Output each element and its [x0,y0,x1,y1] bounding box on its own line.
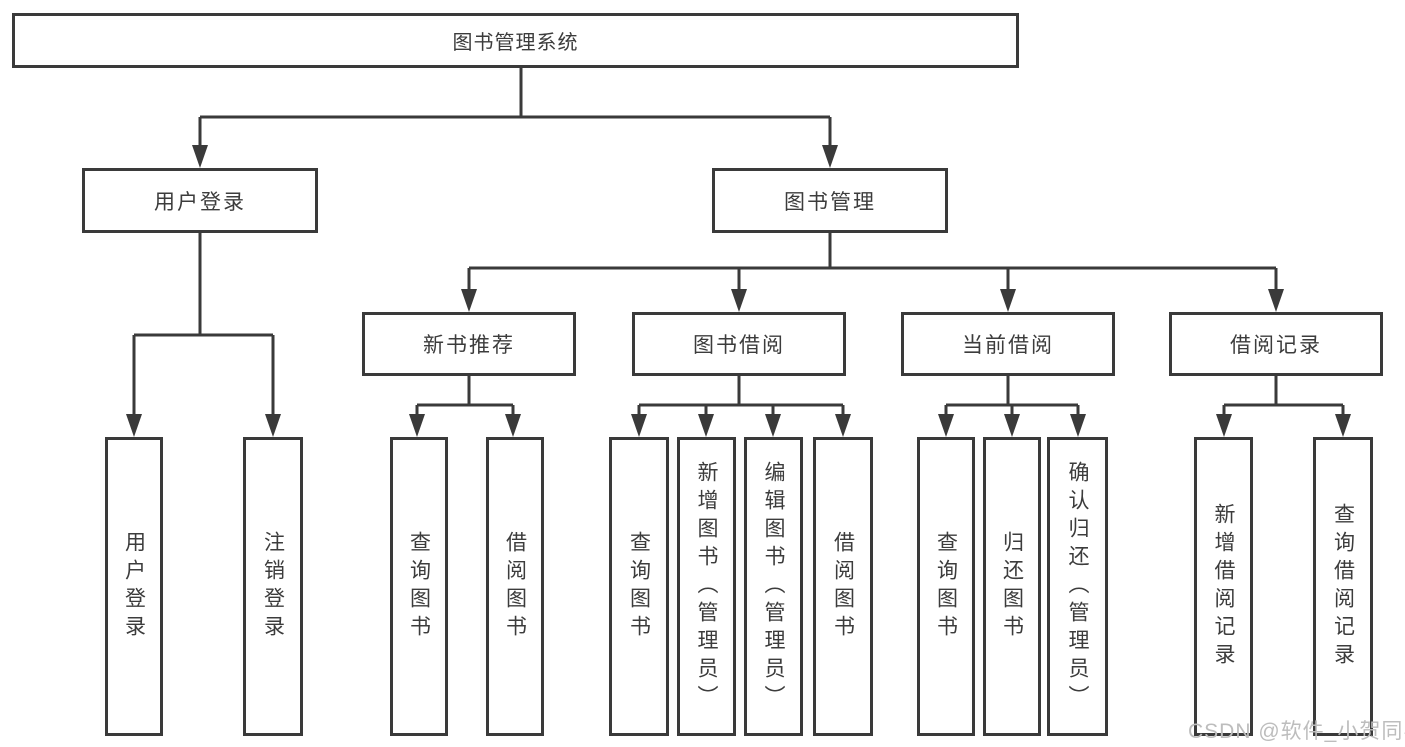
leaf-label: 新增借阅记录 [1212,502,1235,671]
node-label: 当前借阅 [962,334,1054,357]
node-user-login-branch: 用户登录 [82,168,318,233]
leaf-label: 查询图书 [407,530,431,643]
node-book-management-branch: 图书管理 [712,168,948,233]
node-label: 用户登录 [154,190,246,214]
arrowheads [126,145,1351,437]
leaf-logout: 注销登录 [243,437,303,736]
node-label: 图书借阅 [693,334,785,357]
leaf-label: 查询借阅记录 [1331,502,1355,671]
leaf-label: 编辑图书（管理员） [762,460,785,713]
leaf-label: 新增图书（管理员） [695,460,718,713]
node-new-book-recommend: 新书推荐 [362,312,576,376]
leaf-label: 归还图书 [1000,530,1024,643]
leaf-label: 用户登录 [122,530,146,643]
leaf-label: 确认归还（管理员） [1066,460,1089,713]
leaf-label: 借阅图书 [831,530,855,643]
node-label: 借阅记录 [1230,334,1322,357]
csdn-watermark: CSDN @软件_小贺同学 [1188,720,1405,743]
node-book-borrowing: 图书借阅 [632,312,846,376]
leaf-current-return-books: 归还图书 [983,437,1041,736]
node-borrowing-records: 借阅记录 [1169,312,1383,376]
node-root-system: 图书管理系统 [12,13,1019,68]
node-label: 新书推荐 [423,334,515,357]
leaf-borrowing-query-books: 查询图书 [609,437,669,736]
leaf-user-login: 用户登录 [105,437,163,736]
leaf-label: 注销登录 [261,530,285,643]
node-label: 图书管理 [784,190,876,214]
leaf-borrowing-borrow-books: 借阅图书 [813,437,873,736]
node-current-borrowing: 当前借阅 [901,312,1115,376]
leaf-recommend-query-books: 查询图书 [390,437,448,736]
leaf-current-query-books: 查询图书 [917,437,975,736]
leaf-label: 借阅图书 [503,530,527,643]
leaf-records-add-record: 新增借阅记录 [1194,437,1253,736]
leaf-label: 查询图书 [627,530,651,643]
leaf-borrowing-edit-books-admin: 编辑图书（管理员） [744,437,803,736]
leaf-borrowing-add-books-admin: 新增图书（管理员） [677,437,736,736]
leaf-recommend-borrow-books: 借阅图书 [486,437,544,736]
leaf-current-confirm-return-admin: 确认归还（管理员） [1047,437,1108,736]
leaf-label: 查询图书 [934,530,958,643]
leaf-records-query-record: 查询借阅记录 [1313,437,1373,736]
node-root-label: 图书管理系统 [452,32,579,54]
